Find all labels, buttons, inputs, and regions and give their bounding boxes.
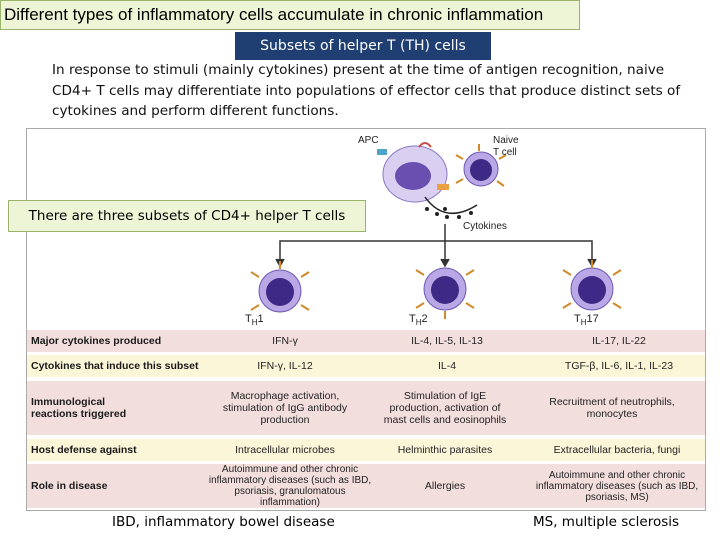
row-header: Host defense against — [31, 444, 137, 456]
row-header: Role in disease — [31, 480, 108, 492]
subsets-callout: There are three subsets of CD4+ helper T… — [8, 200, 366, 232]
row-header: Major cytokines produced — [31, 335, 162, 347]
th-subsets-figure: APC Naive T cell Cytokines TH1 TH2 TH17 … — [26, 128, 706, 511]
th2-label: TH2 — [409, 313, 428, 328]
table-cell: Autoimmune and other chronic inflammator… — [535, 469, 699, 503]
th17-cell-icon — [562, 260, 622, 311]
table-cell: Extracellular bacteria, fungi — [553, 444, 681, 456]
table-cell: IFN-γ, IL-12 — [257, 360, 313, 372]
table-cell: Recruitment of neutrophils, monocytes — [549, 396, 675, 420]
table-cell: TGF-β, IL-6, IL-1, IL-23 — [564, 360, 674, 372]
table-row: Immunological reactions triggered Macrop… — [27, 381, 705, 435]
th2-cell-icon — [415, 267, 475, 319]
table-cell: IL-4, IL-5, IL-13 — [411, 335, 483, 347]
naive-label-line1: Naive — [493, 135, 519, 146]
apc-cell-icon — [377, 142, 449, 203]
cytokines-label: Cytokines — [463, 221, 507, 232]
row-header: Cytokines that induce this subset — [31, 360, 199, 372]
branch-arrows — [275, 224, 597, 268]
table-row: Cytokines that induce this subset IFN-γ,… — [27, 355, 705, 377]
footnote-ibd: IBD, inflammatory bowel disease — [112, 514, 335, 530]
row-header: Immunological reactions triggered — [31, 396, 127, 420]
table-cell: IFN-γ — [272, 335, 298, 347]
intro-text: In response to stimuli (mainly cytokines… — [52, 62, 681, 119]
subset-title: Subsets of helper T (TH) cells — [235, 32, 491, 60]
table-row: Role in disease Autoimmune and other chr… — [27, 464, 705, 508]
slide-title: Different types of inflammatory cells ac… — [0, 0, 580, 30]
footnote-ms: MS, multiple sclerosis — [533, 514, 680, 530]
table-cell: IL-4 — [437, 360, 457, 372]
naive-t-cell-icon — [455, 144, 507, 187]
table-cell: Intracellular microbes — [235, 444, 335, 456]
apc-label: APC — [358, 135, 379, 146]
cytokines-dots-icon — [424, 196, 478, 219]
th1-cell-icon — [250, 261, 310, 313]
table-row: Major cytokines produced IFN-γ IL-4, IL-… — [27, 330, 705, 352]
table-cell: Stimulation of IgE production, activatio… — [383, 390, 507, 426]
table-row: Host defense against Intracellular micro… — [27, 439, 705, 461]
table-cell: Helminthic parasites — [397, 444, 493, 456]
th17-label: TH17 — [574, 313, 599, 328]
table-cell: Allergies — [424, 480, 466, 492]
table-cell: Macrophage activation, stimulation of Ig… — [222, 390, 348, 426]
table-cell: IL-17, IL-22 — [592, 335, 646, 347]
th1-label: TH1 — [245, 313, 264, 328]
table-cell: Autoimmune and other chronic inflammator… — [208, 464, 372, 508]
naive-label-line2: T cell — [493, 147, 517, 158]
cell-illustration — [250, 142, 622, 319]
